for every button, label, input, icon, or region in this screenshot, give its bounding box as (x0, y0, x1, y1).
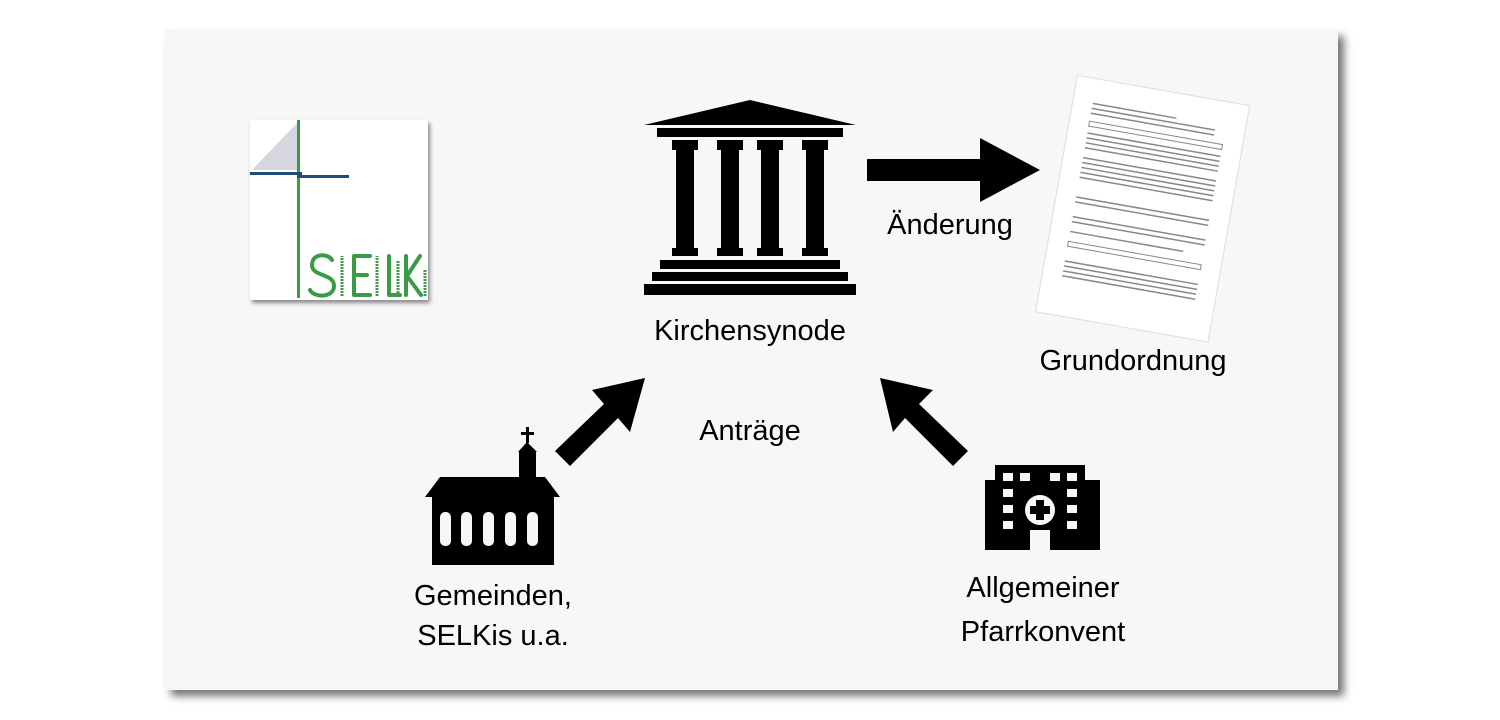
arrow-right-icon (867, 138, 1040, 202)
grundordnung-label: Grundordnung (1039, 345, 1227, 377)
konvent-line1: Allgemeiner (966, 572, 1120, 604)
konvent-line2: Pfarrkonvent (960, 616, 1126, 648)
antraege-label: Anträge (699, 415, 801, 447)
aenderung-label: Änderung (887, 209, 1013, 241)
hospital-icon (985, 465, 1100, 550)
church-icon (425, 427, 560, 565)
gemeinden-line2: SELKis u.a. (417, 620, 569, 652)
synod-temple-icon (644, 100, 856, 295)
synode-label: Kirchensynode (654, 315, 846, 347)
gemeinden-line1: Gemeinden, (414, 580, 572, 612)
gemeinden-label: Gemeinden, SELKis u.a. (414, 576, 572, 656)
selk-logo (250, 120, 428, 300)
document-icon (1035, 74, 1251, 343)
arrow-up-right-icon (555, 378, 645, 466)
arrow-up-left-icon (880, 378, 968, 466)
konvent-label: Allgemeiner Pfarrkonvent (961, 566, 1125, 654)
